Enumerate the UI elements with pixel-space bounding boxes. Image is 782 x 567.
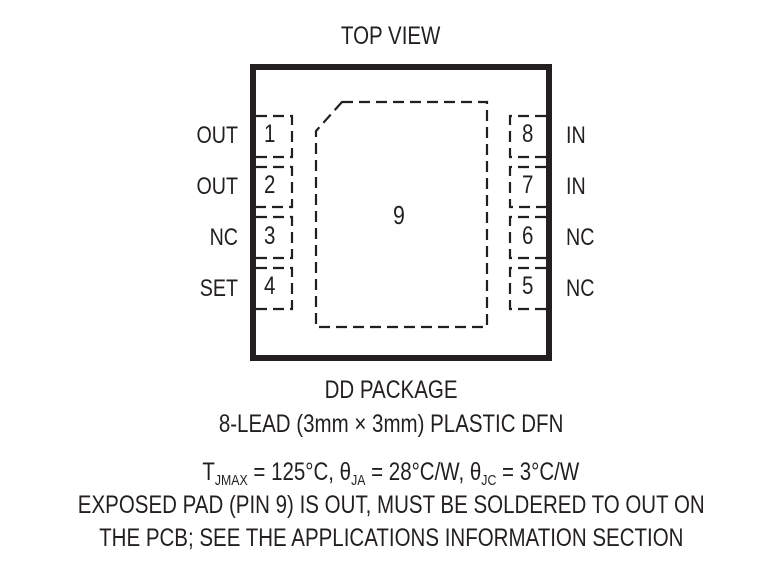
pin-number-3: 3 — [264, 222, 276, 250]
view-title: TOP VIEW — [0, 22, 782, 51]
pin-pad-7 — [508, 165, 546, 209]
pin-pad-3 — [256, 215, 294, 260]
package-body — [250, 64, 552, 361]
pin-pad-8 — [508, 114, 546, 159]
pin-pad-4 — [256, 266, 294, 311]
theta-ja-subscript: JA — [351, 472, 366, 489]
theta-jc-subscript: JC — [481, 472, 497, 489]
pin-number-2: 2 — [264, 171, 276, 199]
theta-jc-symbol: θ — [470, 458, 482, 486]
theta-ja-symbol: θ — [339, 458, 352, 486]
pin-pad-1 — [256, 114, 294, 159]
pin-number-6: 6 — [522, 222, 534, 250]
pin-label-3: NC — [209, 224, 238, 251]
package-description-text: 8-LEAD (3mm × 3mm) PLASTIC DFN — [218, 410, 564, 438]
pin-label-4: SET — [199, 275, 238, 302]
note-line-2: THE PCB; SEE THE APPLICATIONS INFORMATIO… — [0, 524, 782, 553]
note-line-1-text: EXPOSED PAD (PIN 9) IS OUT, MUST BE SOLD… — [77, 491, 705, 519]
package-name: DD PACKAGE — [0, 376, 782, 405]
exposed-pad-number: 9 — [393, 200, 405, 230]
pin-label-5: NC — [566, 275, 595, 302]
pin-pad-5 — [508, 266, 546, 311]
thermal-specs: TJMAX = 125°C, θJA = 28°C/W, θJC = 3°C/W — [0, 458, 782, 489]
pin-pad-6 — [508, 215, 546, 260]
package-name-text: DD PACKAGE — [324, 376, 458, 404]
tjmax-subscript: JMAX — [215, 472, 248, 489]
pin-number-7: 7 — [522, 171, 534, 199]
package-description: 8-LEAD (3mm × 3mm) PLASTIC DFN — [0, 410, 782, 439]
thermal-specs-line: TJMAX = 125°C, θJA = 28°C/W, θJC = 3°C/W — [202, 458, 580, 489]
pin-number-1: 1 — [264, 120, 276, 148]
tjmax-symbol: T — [202, 458, 216, 486]
note-line-1: EXPOSED PAD (PIN 9) IS OUT, MUST BE SOLD… — [0, 491, 782, 520]
view-title-text: TOP VIEW — [341, 22, 441, 50]
note-line-2-text: THE PCB; SEE THE APPLICATIONS INFORMATIO… — [98, 524, 684, 552]
pin-number-4: 4 — [264, 272, 276, 300]
pin-number-8: 8 — [522, 120, 534, 148]
pin-label-2: OUT — [196, 173, 238, 200]
theta-jc-value: = 3°C/W — [496, 458, 580, 486]
pin-label-6: NC — [566, 224, 595, 251]
pin-number-5: 5 — [522, 272, 534, 300]
pin-pad-2 — [256, 165, 294, 209]
pin-label-8: IN — [566, 122, 586, 149]
tjmax-value: = 125°C, — [247, 458, 340, 486]
theta-ja-value: = 28°C/W, — [365, 458, 471, 486]
pin-label-7: IN — [566, 173, 586, 200]
pin-label-1: OUT — [196, 122, 238, 149]
exposed-pad-outline — [314, 100, 489, 329]
